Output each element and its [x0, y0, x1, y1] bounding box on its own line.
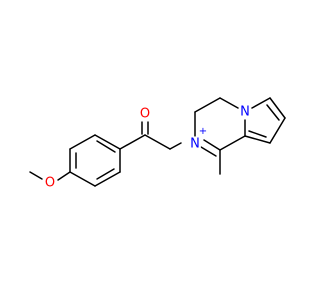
bond-ring-double-3	[96, 168, 115, 180]
bond-pyrrole-3	[244, 135, 271, 144]
molecule-structure: O O N + N	[29, 97, 286, 191]
bond-c1-ncation-2	[200, 146, 217, 157]
atom-nitrogen-cation: N	[190, 137, 200, 152]
molecule-canvas: O O N + N	[29, 97, 286, 191]
atom-label-background	[43, 175, 57, 191]
bond-c1-ncation-1	[203, 139, 221, 151]
atom-oxygen-ether: O	[45, 176, 55, 191]
bond-aryl-carbonyl	[119, 134, 146, 150]
bond-pyrrole-double-2	[248, 130, 267, 138]
bond-methyl-oxygen	[29, 171, 43, 180]
atom-label-background	[239, 104, 251, 120]
atom-label-background	[138, 106, 152, 122]
bond-ch2-ch2	[194, 97, 221, 113]
bond-pyrrole-2	[269, 117, 286, 144]
bond-oxygen-aryl	[57, 171, 71, 181]
bond-c8a-c1	[219, 135, 246, 151]
bond-ring-2	[69, 134, 96, 150]
bond-ch2-nitrogen	[169, 142, 182, 150]
bond-ring-double-2	[96, 140, 116, 153]
atom-oxygen-carbonyl: O	[140, 107, 150, 122]
atom-nitrogen-pyrrole: N	[240, 105, 250, 120]
bond-pyrrole-double-1	[266, 104, 280, 121]
atom-charge: +	[199, 126, 207, 137]
bond-pyrrole-1	[269, 97, 286, 119]
bond-ring-5	[94, 171, 121, 187]
bond-ch2-npyrrole	[219, 97, 239, 109]
bond-carbonyl-ch2	[144, 134, 171, 150]
bond-ring-3	[94, 134, 121, 150]
bond-npyrrole-ch	[251, 97, 271, 109]
bond-ring-6	[69, 171, 96, 187]
atom-label-background	[189, 136, 201, 152]
